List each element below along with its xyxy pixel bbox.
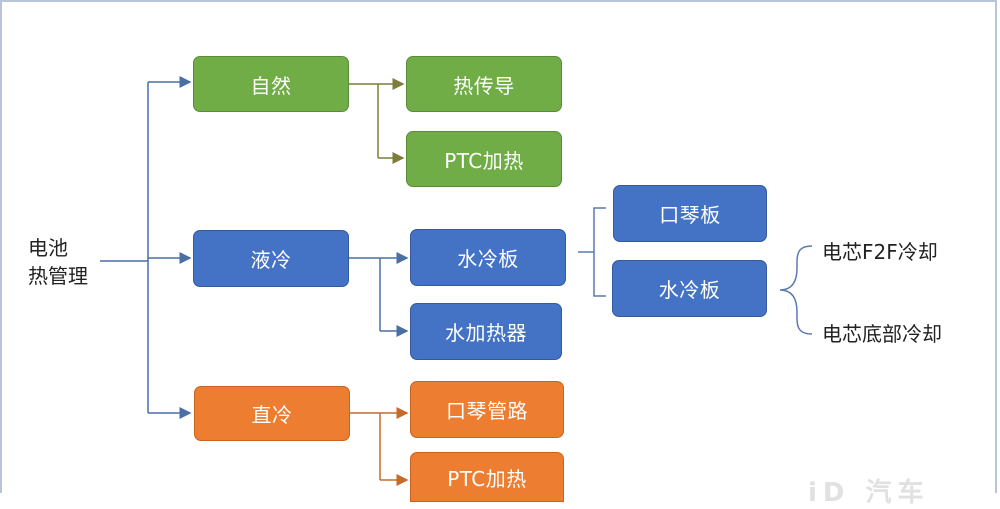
root-connector bbox=[100, 76, 192, 419]
natural-ptc-box: PTC加热 bbox=[406, 131, 562, 187]
connector-layer bbox=[100, 76, 813, 486]
natural-connector bbox=[349, 78, 405, 164]
direct-box: 直冷 bbox=[194, 386, 350, 441]
diagram-frame bbox=[0, 0, 997, 493]
f2f-cooling-label: 电芯F2F冷却 bbox=[822, 240, 938, 264]
root-label-line1: 电池 bbox=[28, 236, 68, 260]
liquid-connector bbox=[349, 252, 409, 337]
watermark: iD 汽车 bbox=[808, 478, 930, 508]
root-label: 电池 热管理 bbox=[28, 234, 108, 290]
direct-ptc-box: PTC加热 bbox=[410, 452, 564, 502]
conduction-box: 热传导 bbox=[406, 56, 562, 112]
water-heater-box: 水加热器 bbox=[410, 303, 562, 360]
cold-plate-type-box: 水冷板 bbox=[612, 260, 767, 317]
bottom-cooling-label: 电芯底部冷却 bbox=[822, 322, 942, 346]
harmonica-pipe-box: 口琴管路 bbox=[410, 381, 564, 438]
cold-plate-box: 水冷板 bbox=[410, 229, 566, 286]
cooling-brace bbox=[779, 245, 813, 335]
root-label-line2: 热管理 bbox=[28, 264, 88, 288]
liquid-box: 液冷 bbox=[193, 230, 349, 287]
harmonica-plate-box: 口琴板 bbox=[613, 185, 767, 242]
natural-box: 自然 bbox=[193, 56, 349, 112]
cold-plate-bracket bbox=[578, 207, 606, 297]
direct-connector bbox=[350, 407, 409, 486]
